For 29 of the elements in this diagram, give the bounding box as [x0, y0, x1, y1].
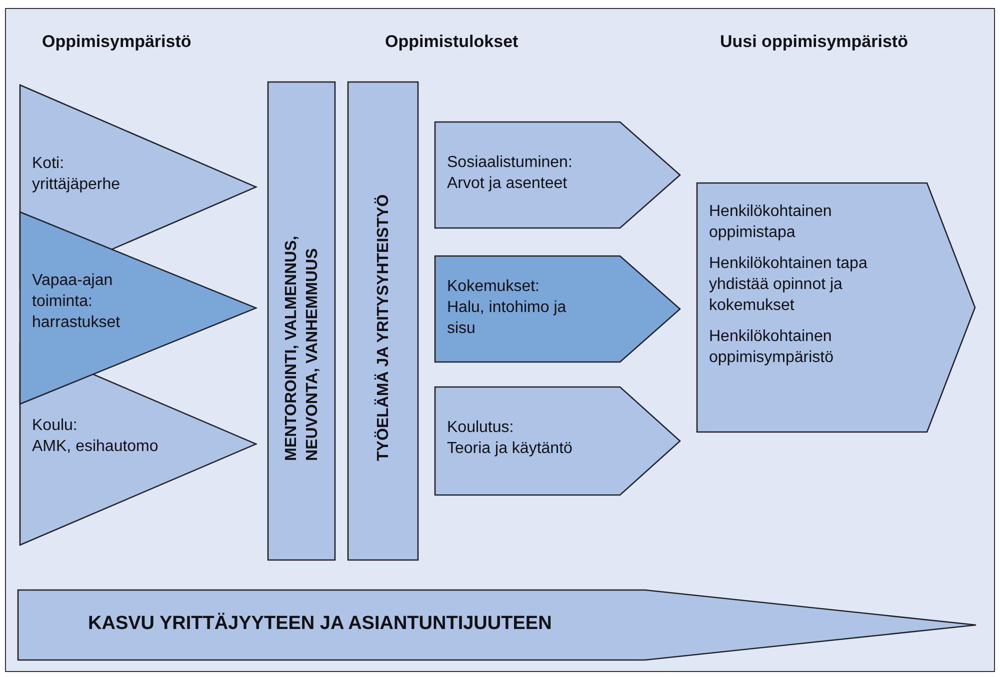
- shape-text: Halu, intohimo ja sisu: [447, 298, 568, 339]
- shape-text: Koti:: [32, 154, 66, 174]
- triangle-shape: [20, 212, 256, 404]
- column-heading: Oppimisympäristö: [42, 32, 192, 52]
- column-heading: Uusi oppimisympäristö: [720, 32, 908, 52]
- pentagon-box: [435, 387, 680, 495]
- bar-label: TYÖELÄMÄ JA YRITYSYHTEISTYÖ: [373, 193, 392, 461]
- pentagon-box: [697, 183, 975, 432]
- shape-text: KASVU YRITTÄJYYTEEN JA ASIANTUNTIJUUTEEN: [88, 613, 553, 634]
- shape-text: Teoria ja käytäntö: [447, 439, 574, 459]
- shape-text: Vapaa-ajan toiminta:: [32, 271, 114, 312]
- shape-text: Kokemukset:: [447, 277, 540, 297]
- shape-text: yrittäjäperhe: [32, 175, 122, 195]
- shape-text: Henkilökohtainen tapa yhdistää opinnot ja kokemukset: [709, 254, 868, 316]
- shape-text: AMK, esihautomo: [32, 437, 160, 457]
- pentagon-box: [435, 122, 680, 228]
- vertical-bar: [348, 82, 418, 560]
- bar-label: MENTOROINTI, VALMENNUS, NEUVONTA, VANHEMMUUS: [282, 234, 322, 461]
- shape-text: Henkilökohtainen oppimisympäristö: [709, 327, 834, 368]
- column-heading: Oppimistulokset: [385, 32, 518, 52]
- vertical-bar: [268, 82, 335, 560]
- shape-text: Koulu:: [32, 416, 78, 436]
- shape-text: harrastukset: [32, 313, 122, 333]
- pentagon-box: [435, 256, 680, 362]
- shape-text: Koulutus:: [447, 418, 515, 438]
- long-arrow: [18, 590, 976, 660]
- shape-text: Arvot ja asenteet: [447, 174, 568, 194]
- shape-text: Henkilökohtainen oppimistapa: [709, 202, 833, 243]
- shape-text: Sosiaalistuminen:: [447, 153, 574, 173]
